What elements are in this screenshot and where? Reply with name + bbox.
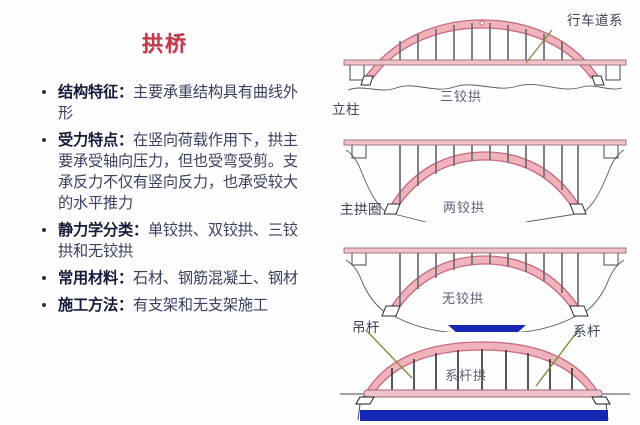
bullet-dot-icon <box>42 302 46 307</box>
crown-hinge <box>479 20 485 26</box>
text-panel: 拱桥 结构特征：主要承重结构具有曲线外形 受力特点：在竖向荷载作用下，拱主要承受… <box>40 31 312 322</box>
abutment-right <box>605 65 621 81</box>
leader-line-arch-ring-right <box>525 213 577 222</box>
caption-tied-arch: 系杆拱 <box>445 369 488 384</box>
hinge-support-right <box>569 203 587 215</box>
hinge-support-left <box>383 203 401 215</box>
bullet-dot-icon <box>42 137 46 142</box>
abutment-right <box>603 253 619 266</box>
tied-arch-drawing <box>340 330 630 421</box>
ground-profile <box>345 259 625 317</box>
bullet-body: 石材、钢筋混凝土、钢材 <box>132 268 298 287</box>
bullet-body: 单铰拱、双铰拱、三铰拱和无铰拱 <box>58 220 298 260</box>
bullet-head: 施工方法： <box>58 295 133 314</box>
hingeless-arch-drawing <box>343 232 627 332</box>
diagram-two-hinged-arch: 两铰拱 <box>330 122 640 222</box>
tie-rod-label: 系杆 <box>573 324 601 340</box>
bullet-head: 静力学分类： <box>58 220 148 239</box>
tie-beam-deck <box>363 389 603 398</box>
diagram-hingeless-arch: 无铰拱 <box>330 232 640 332</box>
bridge-deck <box>343 247 627 254</box>
bullet-head: 受力特点： <box>58 130 133 149</box>
hinge-support-right <box>591 75 605 86</box>
arch-rib <box>364 19 600 79</box>
bullet-body: 有支架和无支架施工 <box>132 295 268 314</box>
water-body <box>360 410 608 421</box>
diagram-tied-arch: 系杆拱 <box>330 330 640 425</box>
hanger-group <box>391 349 573 392</box>
caption-three-hinged-arch: 三铰拱 <box>440 90 483 105</box>
column-group <box>399 23 563 62</box>
bearing-right <box>591 396 611 405</box>
page-title: 拱桥 <box>142 31 188 56</box>
three-hinged-arch-drawing <box>343 19 627 91</box>
leader-line-arch-ring-left <box>393 213 427 222</box>
water-body <box>448 325 526 332</box>
riverbed-profile <box>393 315 577 332</box>
arch-ring <box>386 255 584 313</box>
list-item: 静力学分类：单铰拱、双铰拱、三铰拱和无铰拱 <box>40 220 312 262</box>
main-arch-ring-label: 主拱圈 <box>340 202 382 218</box>
list-item: 施工方法：有支架和无支架施工 <box>40 295 312 316</box>
list-item: 常用材料：石材、钢筋混凝土、钢材 <box>40 268 312 289</box>
leader-line-roadway <box>525 29 553 64</box>
column-group <box>399 252 579 308</box>
fixed-support-right <box>569 305 589 317</box>
fixed-support-left <box>381 305 401 317</box>
list-item: 受力特点：在竖向荷载作用下，拱主要承受轴向压力，但也受弯受剪。支承反力不仅有竖向… <box>40 130 312 214</box>
list-item: 结构特征：主要承重结构具有曲线外形 <box>40 82 312 124</box>
ground-profile <box>345 149 625 213</box>
bullet-body: 在竖向荷载作用下，拱主要承受轴向压力，但也受弯受剪。支承反力不仅有竖向反力，也承… <box>58 130 298 212</box>
bullet-dot-icon <box>42 90 46 94</box>
leader-line-tie-rod <box>535 330 580 387</box>
roadway-system-label: 行车道系 <box>567 13 623 29</box>
column-group <box>399 144 579 204</box>
ground-profile <box>347 84 623 91</box>
diagram-panel: 三铰拱 行车道系 立柱 <box>330 0 640 425</box>
abutment-left <box>351 145 367 159</box>
abutment-left <box>349 65 365 81</box>
abutment-right <box>603 145 619 159</box>
pier-wall-left <box>357 403 361 421</box>
bullet-head: 常用材料： <box>58 268 133 287</box>
abutment-left <box>351 253 367 266</box>
caption-hingeless-arch: 无铰拱 <box>442 292 485 307</box>
bullet-head: 结构特征： <box>58 83 133 101</box>
bridge-deck <box>343 139 627 146</box>
bearing-left <box>355 396 375 405</box>
bullet-dot-icon <box>42 227 46 232</box>
column-label: 立柱 <box>332 102 360 118</box>
hinge-support-left <box>360 75 374 86</box>
caption-two-hinged-arch: 两铰拱 <box>443 201 486 216</box>
two-hinged-arch-drawing <box>343 139 627 222</box>
bullet-body: 主要承重结构具有曲线外形 <box>58 83 298 122</box>
bullet-dot-icon <box>42 275 46 280</box>
leader-line-hanger <box>364 330 413 379</box>
hanger-label: 吊杆 <box>352 320 380 336</box>
bullet-list: 结构特征：主要承重结构具有曲线外形 受力特点：在竖向荷载作用下，拱主要承受轴向压… <box>40 82 312 322</box>
bridge-deck <box>343 59 627 66</box>
diagram-three-hinged-arch: 三铰拱 <box>330 14 640 114</box>
